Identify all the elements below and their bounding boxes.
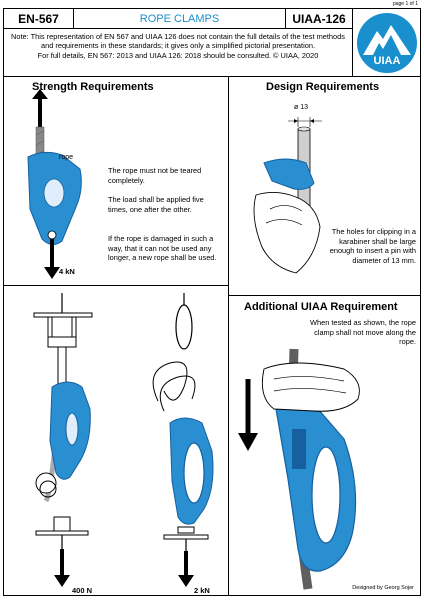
standard-uiaa-label: UIAA-126 xyxy=(286,9,353,29)
note-main: Note: This representation of EN 567 and … xyxy=(11,32,345,51)
design-text: The holes for clipping in a karabiner sh… xyxy=(329,227,416,265)
datasheet-frame: EN-567 ROPE CLAMPS UIAA-126 UIAA Note: T… xyxy=(3,8,421,596)
design-pin-illustration xyxy=(253,117,322,274)
standard-en-label: EN-567 xyxy=(4,9,74,29)
left-section-divider xyxy=(4,285,228,286)
right-section-divider xyxy=(229,295,421,296)
pull-test-2kn-illustration xyxy=(152,293,214,587)
load-400n-label: 400 N xyxy=(72,586,93,595)
pull-test-400n-illustration xyxy=(33,293,93,587)
strength-test-illustration xyxy=(27,89,82,279)
page-title: ROPE CLAMPS xyxy=(74,9,286,29)
uiaa-logo: UIAA xyxy=(353,9,421,77)
note-block: Note: This representation of EN 567 and … xyxy=(4,29,353,77)
rope-label: rope xyxy=(59,154,74,161)
column-divider xyxy=(228,77,229,596)
note-details: For full details, EN 567: 2013 and UIAA … xyxy=(37,50,319,60)
strength-title: Strength Requirements xyxy=(32,81,154,93)
load-2kn-label: 2 kN xyxy=(194,586,210,595)
uiaa-logo-icon: UIAA xyxy=(357,13,417,73)
additional-title: Additional UIAA Requirement xyxy=(244,301,398,313)
design-title: Design Requirements xyxy=(266,81,380,93)
additional-test-illustration xyxy=(238,348,360,590)
strength-text-1: The rope must not be teared completely. xyxy=(108,166,202,185)
strength-load-4kn: 4 kN xyxy=(59,267,75,276)
uiaa-logo-text: UIAA xyxy=(374,55,401,67)
strength-text-3: If the rope is damaged in such a way, th… xyxy=(108,234,217,263)
designer-credit: Designed by Georg Sojer xyxy=(352,585,414,591)
strength-text-2: The load shall be applied five times, on… xyxy=(108,195,204,214)
pin-diameter-label: ø 13 xyxy=(294,104,309,111)
additional-text: When tested as shown, the rope clamp sha… xyxy=(310,318,416,347)
page-number: page 1 of 1 xyxy=(392,1,418,7)
